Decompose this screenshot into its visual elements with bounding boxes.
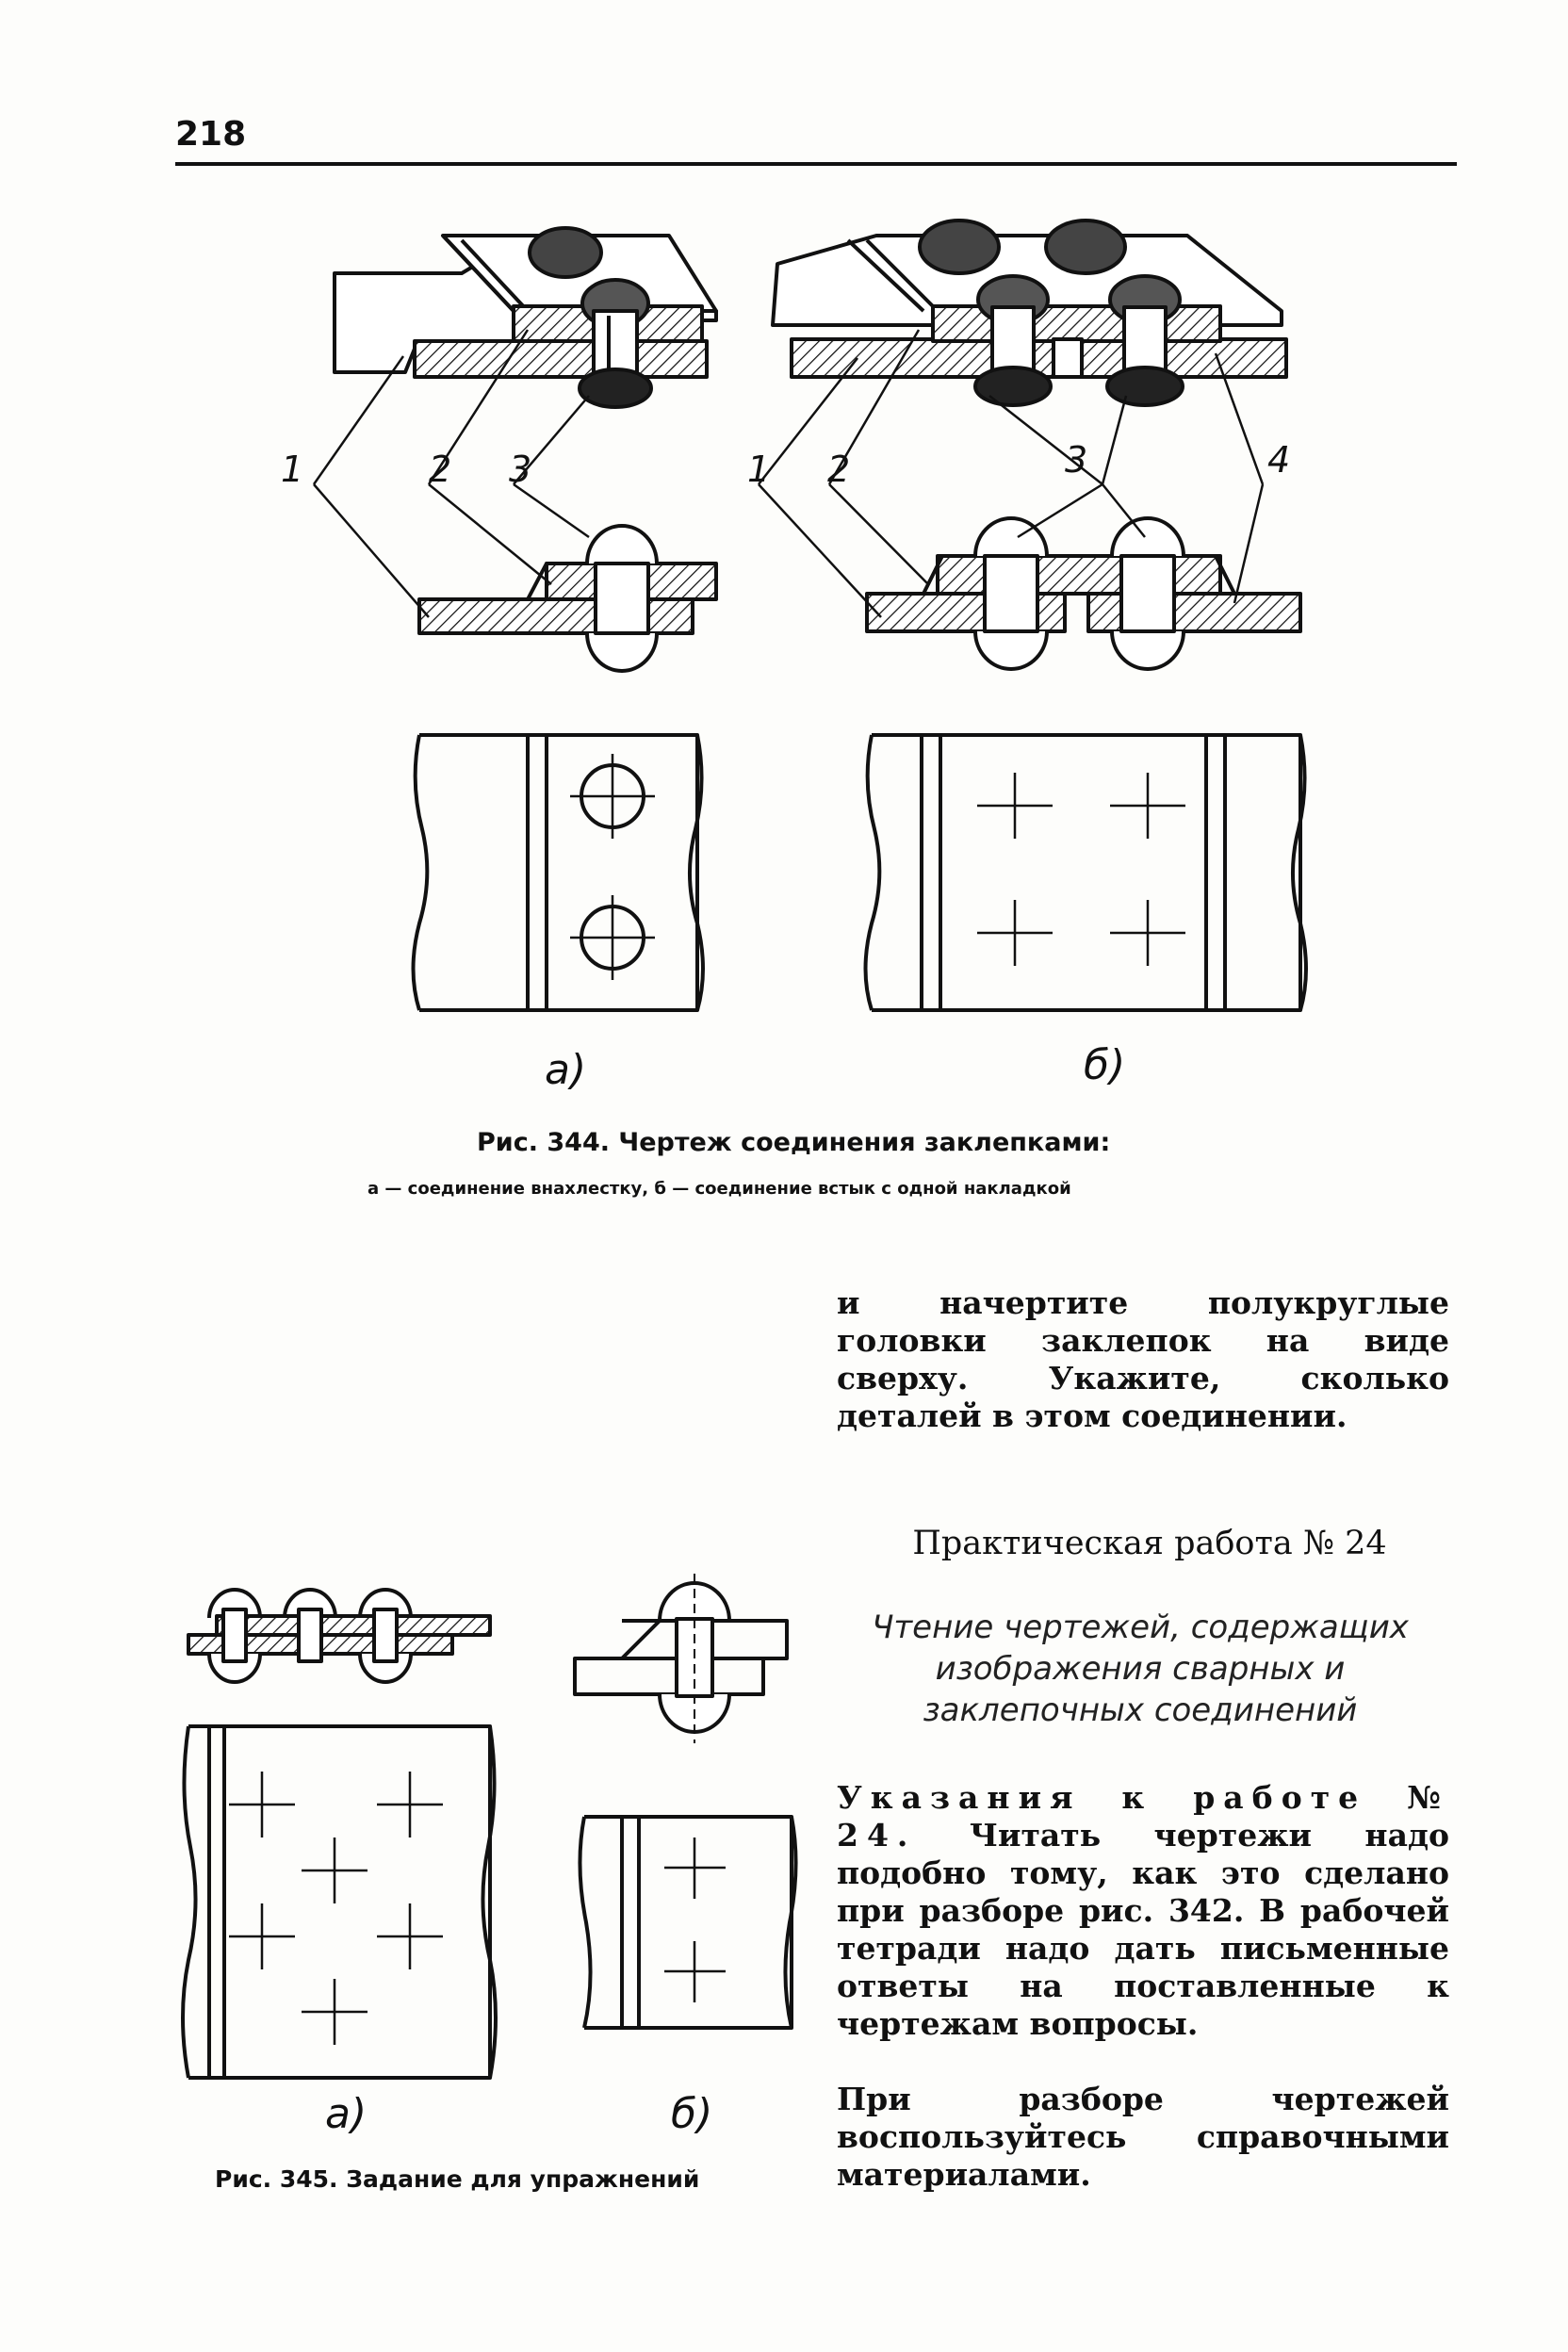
callout-label: 3 — [509, 449, 532, 490]
instructions-text: Читать чертежи надо подобно тому, как эт… — [837, 1817, 1449, 2042]
callout-label: 3 — [1065, 439, 1088, 481]
figure-345-caption: Рис. 345. Задание для упражнений — [215, 2165, 700, 2193]
fig344a-top-view — [411, 733, 705, 1012]
fig344b-isometric-view — [771, 219, 1288, 407]
figure-344-caption: Рис. 344. Чертеж соединения заклепками: — [477, 1128, 1111, 1157]
fig345-label-b: б) — [671, 2090, 713, 2138]
callout-label: 1 — [281, 449, 304, 490]
practical-work-subtitle: Чтение чертежей, содержащих изображения … — [872, 1609, 1409, 1729]
fig344b-top-view — [863, 733, 1308, 1012]
fig345-label-a: а) — [325, 2090, 368, 2138]
instructions-block: Указания к работе № 24. Читать чертежи н… — [837, 1779, 1449, 2043]
callout-label: 4 — [1267, 439, 1291, 481]
instructions-text-2: При разборе чертежей воспользуйтесь спра… — [837, 2081, 1449, 2193]
fig345b-section-view — [573, 1574, 789, 1743]
intro-paragraph: и начертите полукруглые головки заклепок… — [837, 1284, 1449, 1434]
fig344-label-a: а) — [545, 1046, 587, 1094]
fig344a-isometric-view — [333, 226, 718, 409]
instructions-heading: Указания к работе № 24. — [837, 1779, 1449, 1854]
callout-label: 2 — [429, 449, 452, 490]
callout-label: 2 — [827, 449, 851, 490]
header-rule — [175, 162, 1457, 166]
figure-344-subcaption: а — соединение внахлестку, б — соединени… — [368, 1179, 1071, 1199]
callout-label: 1 — [747, 449, 771, 490]
fig344b-section-view — [865, 516, 1302, 671]
fig344a-section-view — [417, 524, 718, 673]
fig344-leader-lines — [312, 329, 1265, 618]
fig345b-top-view — [578, 1815, 798, 2030]
page-number: 218 — [175, 115, 247, 154]
fig345a-top-view — [181, 1724, 498, 2080]
practical-work-title: Практическая работа № 24 — [912, 1525, 1387, 1562]
fig345a-section-view — [187, 1588, 492, 1684]
fig344-label-b: б) — [1084, 1041, 1126, 1089]
